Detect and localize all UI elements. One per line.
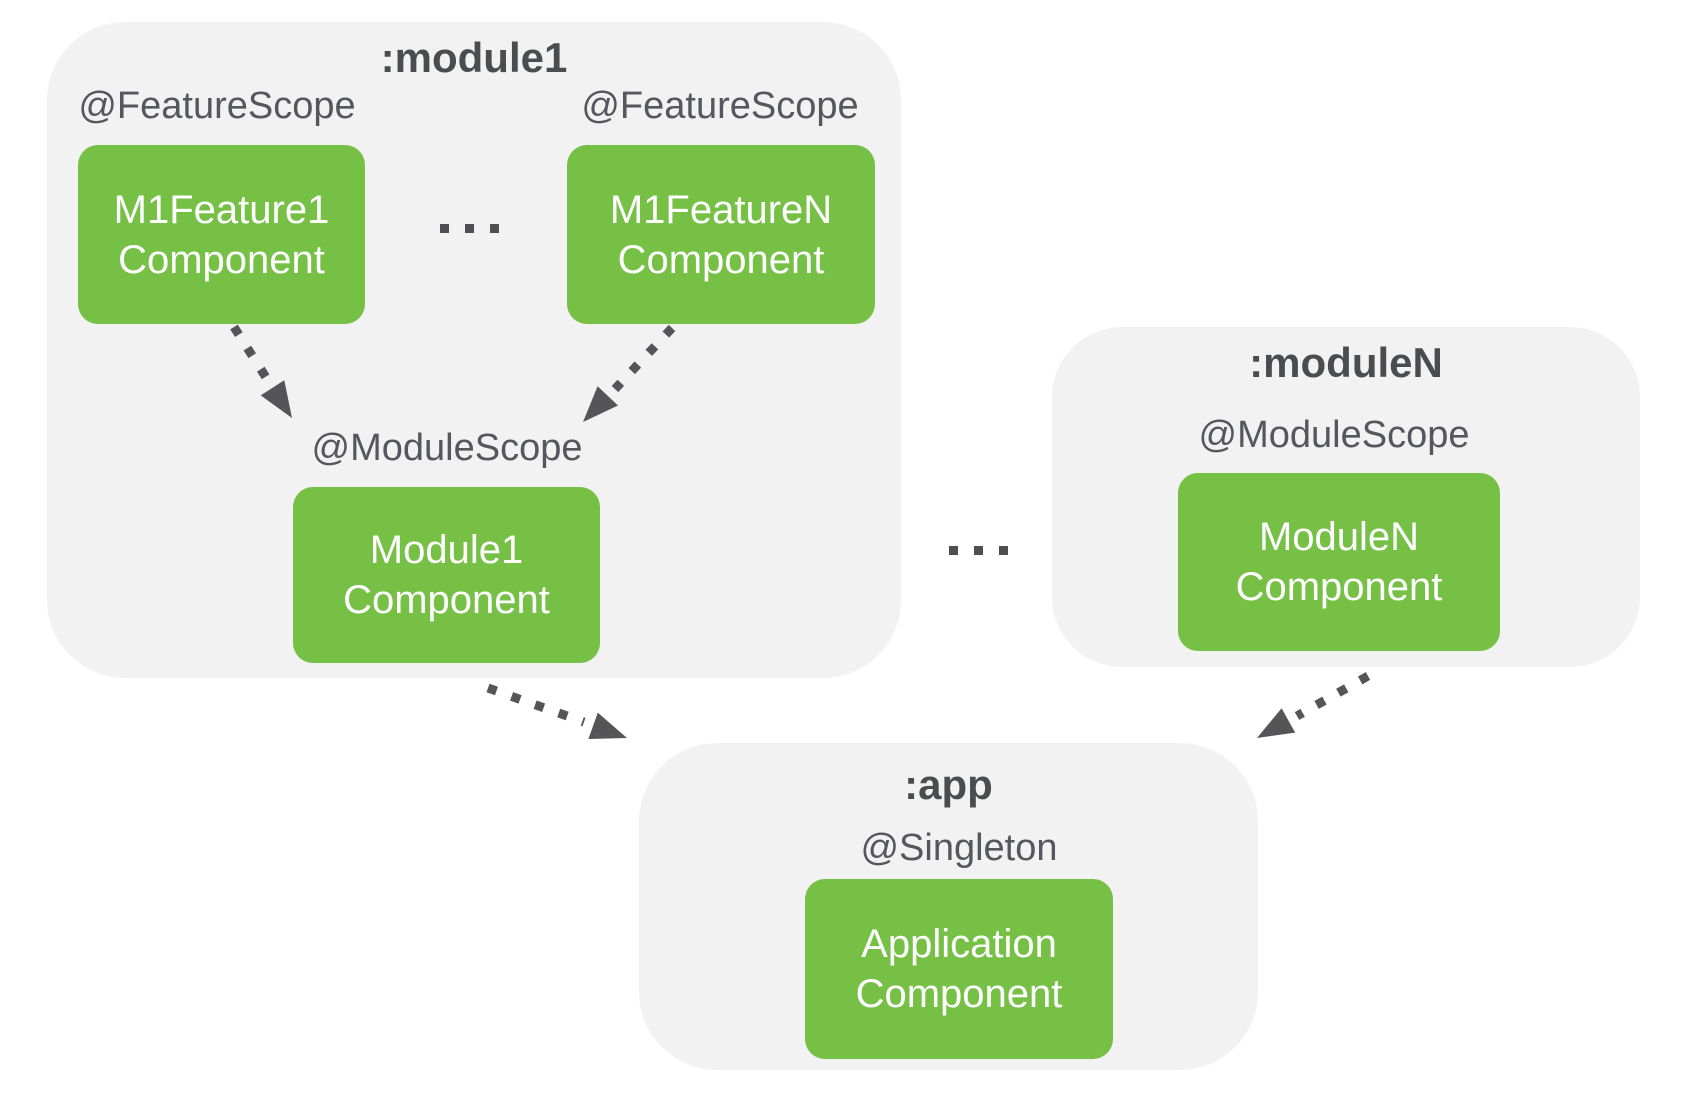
application-component-label-line1: Application	[861, 922, 1057, 966]
module-scope-label-module1: @ModuleScope	[311, 427, 583, 469]
modulen-container: :moduleN @ModuleScope ModuleN Component	[1052, 327, 1640, 667]
m1featuren-component-label-line2: Component	[617, 237, 825, 282]
modulen-component-label-line1: ModuleN	[1258, 515, 1420, 559]
application-component-box: Application Component	[805, 879, 1113, 1059]
m1feature1-component-label-line1: M1Feature1	[113, 187, 330, 232]
module1-title: :module1	[380, 34, 568, 81]
m1feature1-component-box: M1Feature1 Component	[78, 145, 365, 324]
modulen-component-box: ModuleN Component	[1178, 473, 1500, 651]
ellipsis-dot	[949, 546, 958, 555]
module-scope-label-modulen: @ModuleScope	[1198, 414, 1470, 456]
singleton-scope-label: @Singleton	[860, 827, 1058, 869]
module1-component-label-line2: Component	[343, 578, 550, 622]
m1featuren-component-box: M1FeatureN Component	[567, 145, 875, 324]
ellipsis-dot	[999, 546, 1008, 555]
arrow-module1-to-app	[486, 683, 627, 739]
ellipsis-dot	[490, 224, 499, 233]
module1-component-label-line1: Module1	[369, 528, 524, 572]
m1featuren-component-label-line1: M1FeatureN	[609, 187, 833, 232]
m1feature1-component-label-line2: Component	[118, 237, 325, 282]
app-container: :app @Singleton Application Component	[639, 743, 1258, 1070]
feature-scope-label-1: @FeatureScope	[78, 85, 356, 127]
arrow-dotted-line	[1294, 672, 1371, 720]
modulen-title: :moduleN	[1249, 339, 1443, 386]
arrow-dotted-line	[486, 683, 586, 727]
arrow-modulen-to-app	[1257, 672, 1371, 738]
modules-ellipsis-dots	[949, 546, 1008, 555]
feature-scope-label-2: @FeatureScope	[581, 85, 859, 127]
module1-component-box: Module1 Component	[293, 487, 600, 663]
application-component-label-line2: Component	[855, 972, 1063, 1016]
arrow-head	[1257, 708, 1296, 738]
ellipsis-dot	[465, 224, 474, 233]
features-ellipsis-dots	[440, 224, 499, 233]
module1-container: :module1 @FeatureScope M1Feature1 Compon…	[47, 22, 901, 678]
modulen-component-label-line2: Component	[1235, 565, 1443, 609]
arrow-head	[588, 712, 627, 739]
ellipsis-dot	[974, 546, 983, 555]
app-title: :app	[904, 761, 993, 808]
ellipsis-dot	[440, 224, 449, 233]
